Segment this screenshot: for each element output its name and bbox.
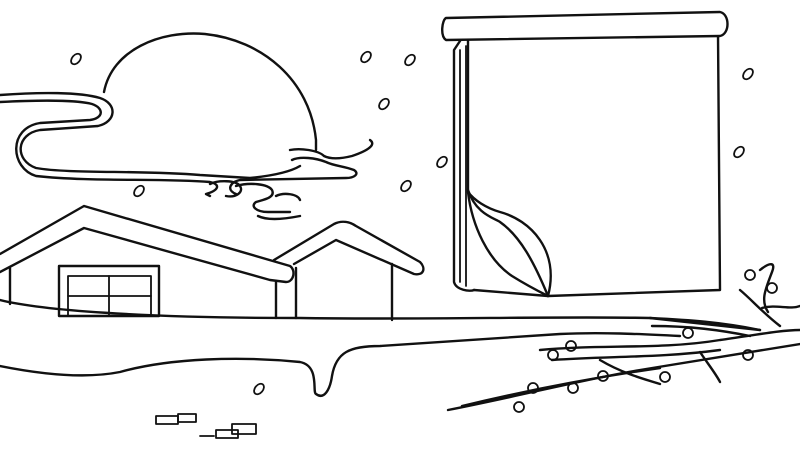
sun-icon xyxy=(102,32,318,152)
plum-branch-icon xyxy=(446,263,800,413)
ground-line xyxy=(0,298,762,332)
house-icon xyxy=(0,204,425,322)
snowflake-dot-icon xyxy=(70,50,754,396)
stepping-stones xyxy=(155,413,257,439)
snow-bank xyxy=(0,331,682,397)
blank-note-board-icon xyxy=(441,10,729,298)
swirl-cloud-icon xyxy=(0,91,374,221)
